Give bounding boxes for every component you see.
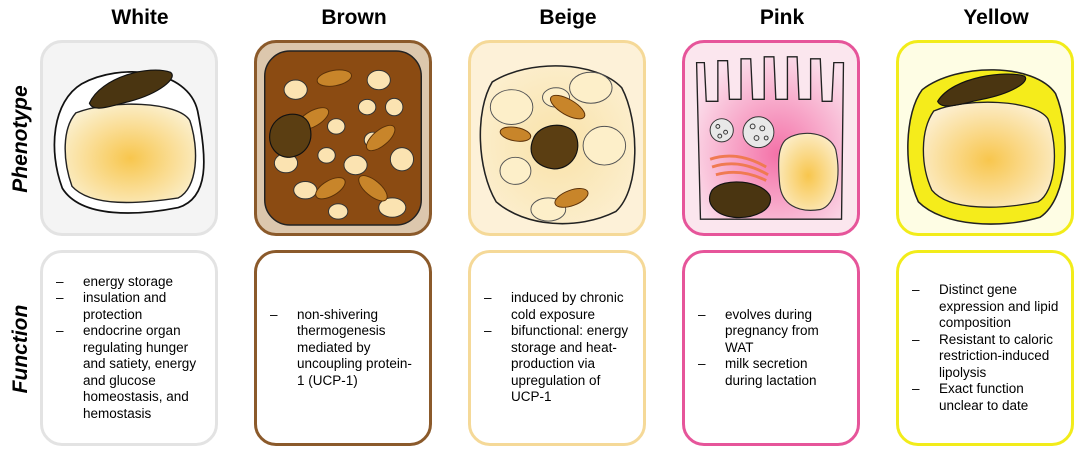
function-list-brown: non-shivering thermogenesis mediated by … <box>267 307 417 390</box>
yellow-adipocyte-illustration <box>899 43 1071 233</box>
phenotype-panel-beige <box>468 40 646 236</box>
function-panel-beige: induced by chronic cold exposure bifunct… <box>468 250 646 446</box>
column-title-brown: Brown <box>254 6 454 30</box>
function-item: insulation and protection <box>53 290 203 323</box>
beige-adipocyte-illustration <box>471 43 643 233</box>
function-panel-brown: non-shivering thermogenesis mediated by … <box>254 250 432 446</box>
function-panel-pink: evolves during pregnancy from WAT milk s… <box>682 250 860 446</box>
function-list-yellow: Distinct gene expression and lipid compo… <box>909 282 1059 414</box>
phenotype-panel-yellow <box>896 40 1074 236</box>
function-list-pink: evolves during pregnancy from WAT milk s… <box>695 307 845 390</box>
row-label-function: Function <box>9 294 33 404</box>
function-item: evolves during pregnancy from WAT <box>695 307 845 357</box>
function-item: bifunctional: energy storage and heat-pr… <box>481 323 631 406</box>
row-label-phenotype: Phenotype <box>9 84 33 194</box>
pink-lipid-droplet <box>779 133 838 210</box>
column-title-yellow: Yellow <box>896 6 1090 30</box>
brown-nucleus <box>270 114 311 157</box>
function-list-beige: induced by chronic cold exposure bifunct… <box>481 290 631 406</box>
white-adipocyte-illustration <box>43 43 215 233</box>
yellow-lipid-droplet <box>923 102 1054 207</box>
column-title-pink: Pink <box>682 6 882 30</box>
function-panel-white: energy storage insulation and protection… <box>40 250 218 446</box>
phenotype-panel-pink <box>682 40 860 236</box>
white-lipid-droplet <box>65 104 195 202</box>
function-item: Resistant to caloric restriction-induced… <box>909 332 1059 382</box>
function-item: energy storage <box>53 274 203 291</box>
function-panel-yellow: Distinct gene expression and lipid compo… <box>896 250 1074 446</box>
brown-adipocyte-illustration <box>257 43 429 233</box>
function-item: endocrine organ regulating hunger and sa… <box>53 323 203 422</box>
function-item: induced by chronic cold exposure <box>481 290 631 323</box>
beige-nucleus <box>531 125 578 169</box>
function-list-white: energy storage insulation and protection… <box>53 274 203 423</box>
phenotype-panel-brown <box>254 40 432 236</box>
column-title-beige: Beige <box>468 6 668 30</box>
function-item: non-shivering thermogenesis mediated by … <box>267 307 417 390</box>
function-item: Exact function unclear to date <box>909 381 1059 414</box>
column-title-white: White <box>40 6 240 30</box>
function-item: Distinct gene expression and lipid compo… <box>909 282 1059 332</box>
pink-nucleus <box>710 182 771 218</box>
pink-adipocyte-illustration <box>685 43 857 233</box>
function-item: milk secretion during lactation <box>695 356 845 389</box>
phenotype-panel-white <box>40 40 218 236</box>
